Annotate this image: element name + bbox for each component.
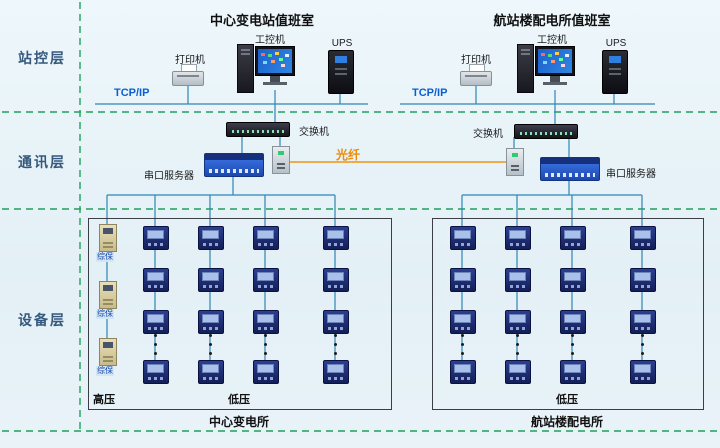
power-meter <box>253 360 279 384</box>
power-meter <box>143 310 169 334</box>
room-right-tcpip-label: TCP/IP <box>412 87 448 99</box>
room-right-switch-label: 交换机 <box>473 129 503 140</box>
power-meter <box>253 310 279 334</box>
ellipsis-dots <box>515 334 519 337</box>
power-meter <box>450 360 476 384</box>
protection-label: 综保 <box>96 252 114 262</box>
layer-label-station: 站控层 <box>18 50 66 66</box>
power-meter <box>198 310 224 334</box>
power-meter <box>450 310 476 334</box>
protection-label: 综保 <box>96 309 114 319</box>
ellipsis-dots <box>333 334 337 337</box>
room-left-switch-label: 交换机 <box>299 127 329 138</box>
power-meter <box>505 268 531 292</box>
power-meter <box>630 226 656 250</box>
ups-icon <box>602 50 628 94</box>
power-meter <box>143 268 169 292</box>
protection-device <box>99 281 117 309</box>
power-meter <box>630 360 656 384</box>
room-left-serial-label: 串口服务器 <box>144 171 194 182</box>
layer-label-device: 设备层 <box>18 312 66 328</box>
power-meter <box>143 226 169 250</box>
room-right-pc-label: 工控机 <box>537 35 567 46</box>
power-meter <box>198 360 224 384</box>
serial-server-icon <box>204 153 264 177</box>
power-meter <box>198 268 224 292</box>
power-meter <box>630 268 656 292</box>
power-meter <box>323 310 349 334</box>
workstation-icon <box>237 44 297 93</box>
ellipsis-dots <box>640 334 644 337</box>
fiber-converter-icon <box>272 146 290 174</box>
protection-device <box>99 224 117 252</box>
power-meter <box>560 360 586 384</box>
box-left-caption: 中心变电所 <box>208 415 269 429</box>
power-meter <box>630 310 656 334</box>
power-meter <box>143 360 169 384</box>
room-right-serial-label: 串口服务器 <box>606 169 656 180</box>
power-meter <box>198 226 224 250</box>
room-left-title: 中心变电站值班室 <box>209 13 314 28</box>
protection-device <box>99 338 117 366</box>
fiber-converter-icon <box>506 148 524 176</box>
ellipsis-dots <box>263 334 267 337</box>
power-meter <box>253 226 279 250</box>
power-meter <box>450 226 476 250</box>
room-right-printer-label: 打印机 <box>461 55 491 66</box>
fiber-label: 光纤 <box>336 148 361 162</box>
ellipsis-dots <box>460 334 464 337</box>
power-meter <box>323 226 349 250</box>
room-right-title: 航站楼配电所值班室 <box>493 13 611 28</box>
power-meter <box>505 226 531 250</box>
power-meter <box>505 310 531 334</box>
printer-icon <box>460 64 492 86</box>
layer-label-comm: 通讯层 <box>18 154 66 170</box>
hv-label: 高压 <box>93 394 115 406</box>
serial-server-icon <box>540 157 600 181</box>
room-left-pc-label: 工控机 <box>255 35 285 46</box>
room-left-tcpip-label: TCP/IP <box>114 87 150 99</box>
equipment-box-right <box>432 218 704 410</box>
room-left-ups-label: UPS <box>331 38 353 49</box>
power-meter <box>560 226 586 250</box>
printer-icon <box>172 64 204 86</box>
ellipsis-dots <box>570 334 574 337</box>
power-meter <box>560 310 586 334</box>
power-meter <box>253 268 279 292</box>
ellipsis-dots <box>208 334 212 337</box>
room-left-printer-label: 打印机 <box>175 55 205 66</box>
power-meter <box>323 268 349 292</box>
power-meter <box>450 268 476 292</box>
ethernet-switch-icon <box>226 122 290 137</box>
lv-label-right: 低压 <box>556 394 578 406</box>
equipment-box-left <box>88 218 392 410</box>
ellipsis-dots <box>153 334 157 337</box>
power-meter <box>323 360 349 384</box>
ups-icon <box>328 50 354 94</box>
power-meter <box>505 360 531 384</box>
ethernet-switch-icon <box>514 124 578 139</box>
box-right-caption: 航站楼配电所 <box>530 415 603 429</box>
protection-label: 综保 <box>96 366 114 376</box>
lv-label-left: 低压 <box>228 394 250 406</box>
power-meter <box>560 268 586 292</box>
room-right-ups-label: UPS <box>605 38 627 49</box>
workstation-icon <box>517 44 577 93</box>
